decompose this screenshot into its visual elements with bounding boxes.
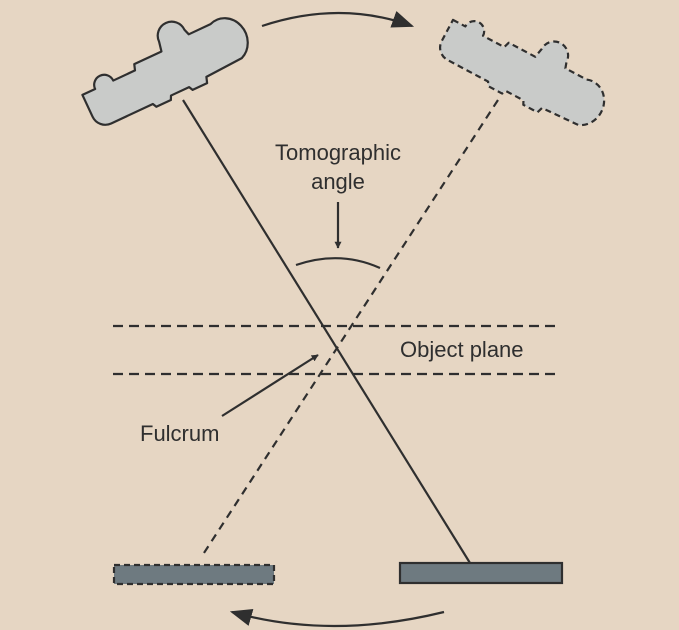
film-motion-arrow: [229, 608, 445, 628]
object-plane-label: Object plane: [400, 337, 524, 362]
central-ray-dashed: [201, 99, 499, 557]
tomographic-angle-arc: [295, 257, 381, 270]
film-cassette-icon: [398, 561, 564, 585]
tomographic-angle-label-line1: Tomographic: [275, 140, 401, 165]
xray-tube-icon: [81, 17, 249, 126]
tomographic-angle-label-line2: angle: [311, 169, 365, 194]
fulcrum-pointer-arrow: [221, 354, 319, 417]
fulcrum-label: Fulcrum: [140, 421, 219, 446]
film-cassette-dashed-icon: [112, 563, 276, 586]
tube-motion-arrow: [261, 11, 415, 28]
xray-tube-dashed-icon: [439, 18, 606, 127]
central-ray-solid: [182, 99, 471, 564]
